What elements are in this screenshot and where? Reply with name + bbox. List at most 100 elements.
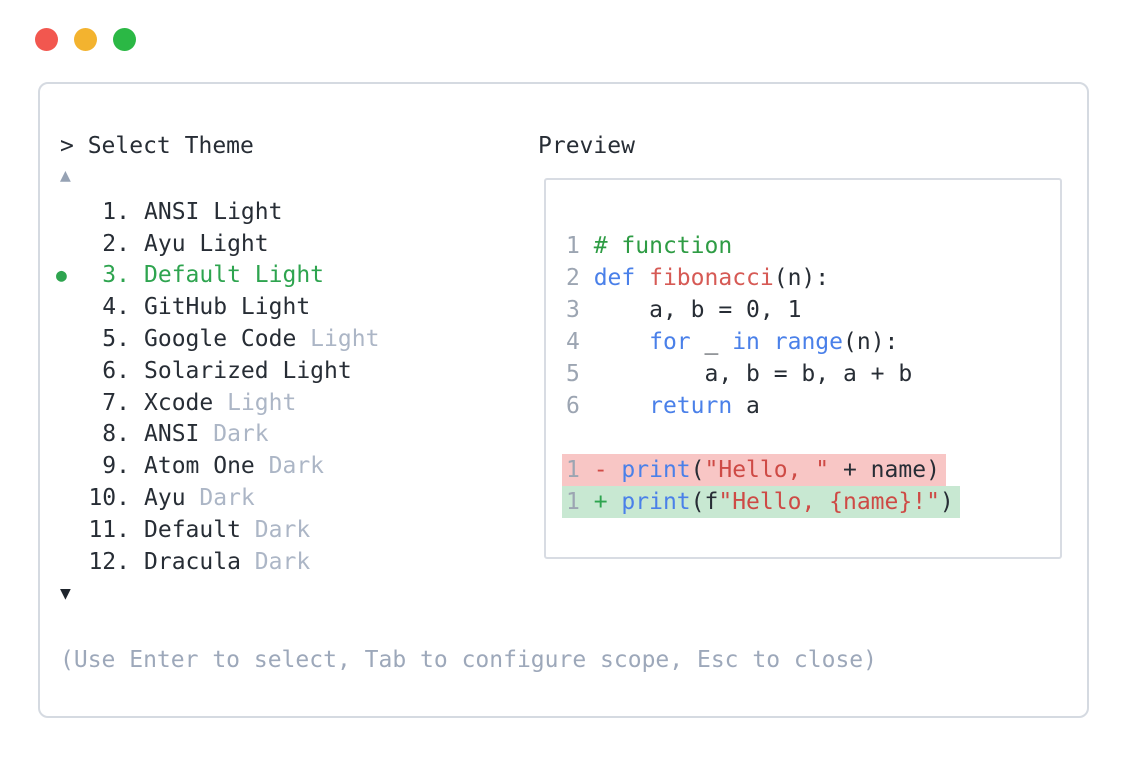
code-token-keyword: def xyxy=(593,265,636,291)
theme-list-item[interactable]: 2. Ayu Light xyxy=(40,228,557,260)
theme-number: 8. xyxy=(102,421,130,448)
code-token-plain xyxy=(594,329,649,355)
code-line: 1 # function xyxy=(566,230,1060,262)
line-number: 2 xyxy=(566,265,594,291)
theme-number: 5. xyxy=(102,326,130,353)
code-token-plus: + xyxy=(593,489,622,515)
code-token-plain: (n): xyxy=(773,265,830,291)
theme-name: Ayu Dark xyxy=(144,485,255,512)
code-line: 2 def fibonacci(n): xyxy=(566,262,1060,294)
theme-number: 7. xyxy=(102,389,130,416)
theme-number: 11. xyxy=(88,516,130,543)
code-token-func: fibonacci xyxy=(649,265,774,291)
theme-number: 6. xyxy=(102,357,130,384)
theme-variant-suffix: Light xyxy=(213,389,297,416)
diff-added-line: 1 + print(f"Hello, {name}!") xyxy=(562,486,960,518)
theme-variant-suffix: Dark xyxy=(254,453,325,480)
code-token-comment: # function xyxy=(593,233,733,259)
theme-list-item[interactable]: 5. Google Code Light xyxy=(40,323,557,355)
code-line-content: 3 a, b = 0, 1 xyxy=(566,297,801,323)
code-line: 1 - print("Hello, " + name) xyxy=(562,454,1060,486)
theme-name: Dracula Dark xyxy=(144,548,311,575)
code-token-plain xyxy=(760,329,774,355)
theme-number: 2. xyxy=(102,230,130,257)
theme-list-item[interactable]: 8.ANSI Dark xyxy=(40,419,557,451)
theme-name: Xcode Light xyxy=(144,389,297,416)
close-button[interactable] xyxy=(35,28,58,51)
code-token-string: "Hello, " xyxy=(704,457,830,483)
theme-name: Google Code Light xyxy=(144,326,380,353)
code-token-plain xyxy=(635,265,649,291)
scroll-down-icon: ▼ xyxy=(60,583,71,604)
theme-name: GitHub Light xyxy=(144,294,311,321)
theme-name: Atom One Dark xyxy=(144,453,325,480)
window-controls xyxy=(35,28,136,51)
code-blank-line xyxy=(566,422,1060,454)
code-token-plain: a, b = b, a + b xyxy=(593,361,913,387)
theme-variant-suffix: Light xyxy=(296,326,380,353)
theme-list-item[interactable]: 10.Ayu Dark xyxy=(40,482,557,514)
select-theme-prompt: > Select Theme xyxy=(60,133,254,159)
theme-list-item[interactable]: 12. Dracula Dark xyxy=(40,546,557,578)
theme-list-item-selected[interactable]: ● 3. Default Light xyxy=(40,260,557,292)
theme-name: ANSI Light xyxy=(144,198,283,225)
theme-variant-suffix: Dark xyxy=(240,516,311,543)
line-number: 1 xyxy=(566,489,594,515)
code-token-plain xyxy=(594,393,649,419)
code-token-keyword: range xyxy=(773,329,843,355)
code-token-keyword: in xyxy=(732,329,760,355)
code-token-plain: ( xyxy=(690,457,705,483)
code-line: 5 a, b = b, a + b xyxy=(566,358,1060,390)
code-token-keyword: return xyxy=(649,393,733,419)
theme-variant-suffix: Dark xyxy=(185,485,255,512)
code-line-content: 6 return a xyxy=(566,393,760,419)
code-line: 6 return a xyxy=(566,390,1060,422)
preview-title: Preview xyxy=(538,133,635,159)
code-token-keyword: for xyxy=(649,329,691,355)
code-line-content: 2 def fibonacci(n): xyxy=(566,265,829,291)
code-token-plain: _ xyxy=(690,329,733,355)
code-token-plain: (n): xyxy=(843,329,899,355)
code-token-minus: - xyxy=(593,457,622,483)
code-token-plain: (f xyxy=(690,489,719,515)
code-line-content: 4 for _ in range(n): xyxy=(566,329,898,355)
theme-list-item[interactable]: 1.ANSI Light xyxy=(40,196,557,228)
theme-list-item[interactable]: 11. Default Dark xyxy=(40,514,557,546)
theme-number: 3. xyxy=(102,262,130,289)
theme-name: Ayu Light xyxy=(144,230,269,257)
theme-name: Default Light xyxy=(144,262,325,289)
code-line: 3 a, b = 0, 1 xyxy=(566,294,1060,326)
theme-name: Solarized Light xyxy=(144,357,352,384)
theme-list-item[interactable]: 9. Atom One Dark xyxy=(40,450,557,482)
maximize-button[interactable] xyxy=(113,28,136,51)
line-number: 3 xyxy=(566,297,594,323)
theme-number: 12. xyxy=(88,548,130,575)
scroll-up-icon: ▲ xyxy=(60,165,71,186)
theme-list-item[interactable]: 4. GitHub Light xyxy=(40,291,557,323)
code-token-keyword: print xyxy=(621,457,691,483)
code-line-content: 5 a, b = b, a + b xyxy=(566,361,912,387)
theme-variant-suffix: Dark xyxy=(199,421,269,448)
code-token-string: "Hello, {name}!" xyxy=(718,489,940,515)
code-token-plain: + name) xyxy=(829,457,940,483)
diff-removed-line: 1 - print("Hello, " + name) xyxy=(562,454,946,486)
line-number: 5 xyxy=(566,361,594,387)
theme-list-item[interactable]: 6. Solarized Light xyxy=(40,355,557,387)
theme-list-item[interactable]: 7. Xcode Light xyxy=(40,387,557,419)
help-text: (Use Enter to select, Tab to configure s… xyxy=(60,647,877,673)
line-number: 1 xyxy=(566,457,594,483)
code-line: 1 + print(f"Hello, {name}!") xyxy=(562,486,1060,518)
minimize-button[interactable] xyxy=(74,28,97,51)
theme-number: 9. xyxy=(102,453,130,480)
code-token-keyword: print xyxy=(621,489,691,515)
selected-bullet-icon: ● xyxy=(56,264,67,286)
line-number: 4 xyxy=(566,329,594,355)
theme-number: 4. xyxy=(102,294,130,321)
code-line: 4 for _ in range(n): xyxy=(566,326,1060,358)
theme-name: Default Dark xyxy=(144,516,311,543)
code-token-plain: a, b = 0, 1 xyxy=(593,297,802,323)
